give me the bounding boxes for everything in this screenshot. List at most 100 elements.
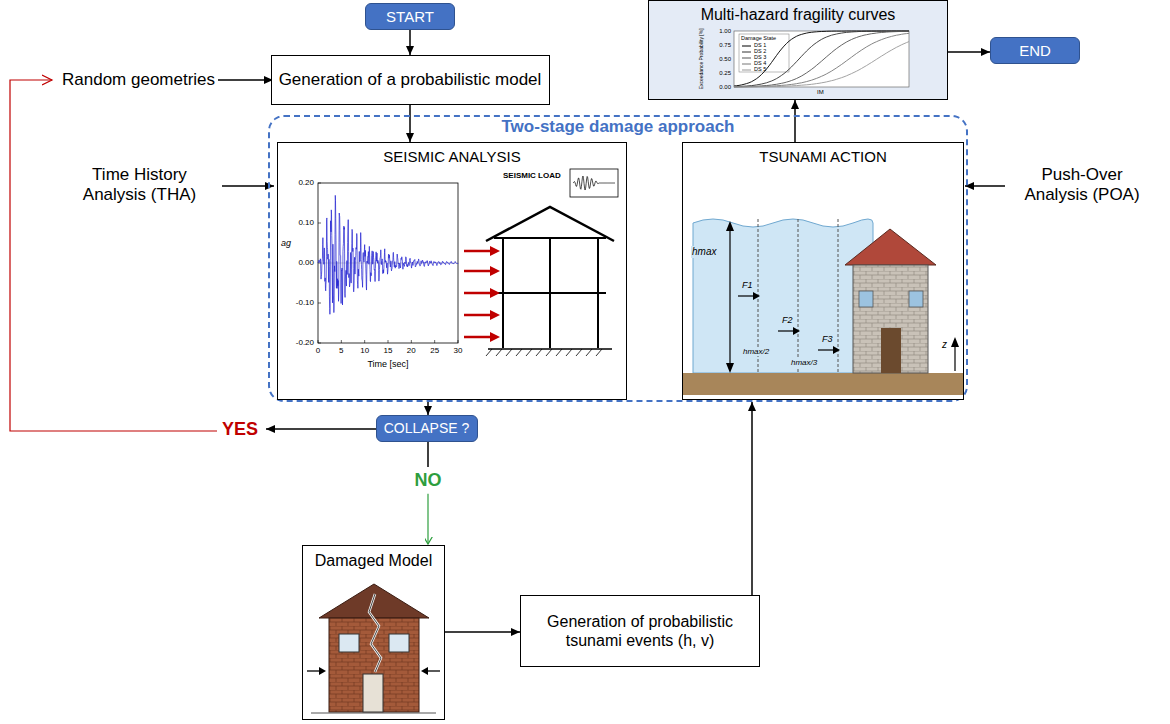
connector-line xyxy=(427,402,429,415)
door xyxy=(881,328,901,373)
door xyxy=(363,674,383,712)
legend-line xyxy=(742,68,752,72)
hatch xyxy=(566,349,572,356)
hatch xyxy=(526,349,532,356)
crack xyxy=(369,594,381,672)
connector-line xyxy=(445,631,520,633)
figure-label: 10 xyxy=(357,346,373,355)
connector xyxy=(948,52,990,53)
hatch xyxy=(486,349,492,356)
hatch xyxy=(536,349,542,356)
loop-back-line xyxy=(10,80,217,431)
connector xyxy=(428,402,429,415)
connector xyxy=(428,442,429,544)
process-box: Generation of probabilistic tsunami even… xyxy=(520,595,760,667)
stage-region: Two-stage damage approach SEISMIC ANALYS… xyxy=(268,115,968,402)
hatch xyxy=(556,349,562,356)
tsunami-illustration xyxy=(683,143,963,399)
legend-box xyxy=(739,34,789,72)
legend-stroke xyxy=(742,45,751,46)
connector-line xyxy=(948,51,990,53)
tick xyxy=(318,223,321,224)
connector-line xyxy=(794,100,796,142)
figure-label: 15 xyxy=(380,346,396,355)
figure-label: F1 xyxy=(741,280,754,290)
mini-wave xyxy=(573,176,615,190)
figure-label: 0.50 xyxy=(709,56,731,63)
damaged-house xyxy=(303,546,444,719)
connector xyxy=(752,402,753,595)
decision-box: COLLAPSE ? xyxy=(376,415,478,442)
fragility-curve xyxy=(734,31,909,86)
connector xyxy=(795,100,796,142)
legend-text: DS 2 xyxy=(754,49,766,55)
process-box: Generation of a probabilistic model xyxy=(271,55,550,105)
legend-line xyxy=(742,44,752,48)
legend-stroke xyxy=(742,63,751,64)
figure-label: 0.10 xyxy=(286,218,314,227)
fragility-curve xyxy=(734,42,909,87)
node-text: COLLAPSE ? xyxy=(384,420,470,437)
node-text: Generation of probabilistic tsunami even… xyxy=(530,612,750,650)
connector-line xyxy=(409,105,411,142)
plot-frame xyxy=(318,183,458,343)
figure-label: 30 xyxy=(450,346,466,355)
fragility-curve xyxy=(734,31,909,87)
legend-stroke xyxy=(742,51,751,52)
tick xyxy=(458,340,459,343)
analysis-panel: TSUNAMI ACTION xyxy=(682,142,964,400)
legend-text: DS 5 xyxy=(754,67,766,73)
tick xyxy=(411,340,412,343)
figure-label: hmax xyxy=(691,246,717,258)
analysis-panel: SEISMIC ANALYSIS xyxy=(277,142,627,400)
connector xyxy=(410,105,411,142)
figure-label: hmax/3 xyxy=(790,358,818,367)
legend-stroke xyxy=(742,57,751,58)
window xyxy=(339,634,359,652)
input-label: Random geometries xyxy=(62,70,215,90)
roof xyxy=(845,229,936,265)
start-terminal: START xyxy=(365,3,455,30)
hatch xyxy=(596,349,602,356)
legend-item: DS 2 xyxy=(742,49,766,55)
result-panel: Multi-hazard fragility curves xyxy=(648,0,948,100)
seismic-illustration xyxy=(278,143,626,399)
connector xyxy=(410,30,411,55)
yes-arrow xyxy=(266,428,383,430)
figure-label: -0.20 xyxy=(286,338,314,347)
window xyxy=(859,291,873,307)
node-text: Generation of a probabilistic model xyxy=(279,70,542,90)
figure-label: 0.25 xyxy=(709,70,731,77)
hatch xyxy=(516,349,522,356)
tick xyxy=(318,303,321,304)
figure-label: 0.00 xyxy=(286,258,314,267)
tick xyxy=(434,340,435,343)
figure-label: F3 xyxy=(821,334,834,344)
figure-label: 0.20 xyxy=(286,178,314,187)
legend-text: DS 1 xyxy=(754,43,766,49)
figure-label: 25 xyxy=(427,346,443,355)
figure-label: hmax/2 xyxy=(742,347,770,356)
fragility-curves xyxy=(734,31,909,87)
tick xyxy=(318,343,321,344)
fragility-curve xyxy=(734,33,909,87)
ground xyxy=(683,373,963,395)
input-arrow xyxy=(965,185,1005,187)
plot-area xyxy=(734,31,909,87)
tick xyxy=(364,340,365,343)
decision-label: YES xyxy=(222,419,258,440)
roof xyxy=(319,584,429,618)
legend-text: DS 4 xyxy=(754,61,766,67)
tick xyxy=(318,340,319,343)
legend-item: DS 5 xyxy=(742,67,766,73)
tick-marks xyxy=(318,183,458,343)
connector-line xyxy=(427,494,428,544)
window xyxy=(909,291,923,307)
node-text: START xyxy=(386,8,434,26)
figure-label: -0.10 xyxy=(286,298,314,307)
input-label: Time History Analysis (THA) xyxy=(62,165,217,204)
legend-line xyxy=(742,56,752,60)
input-label: Push-Over Analysis (POA) xyxy=(1012,165,1152,204)
legend-line xyxy=(742,50,752,54)
